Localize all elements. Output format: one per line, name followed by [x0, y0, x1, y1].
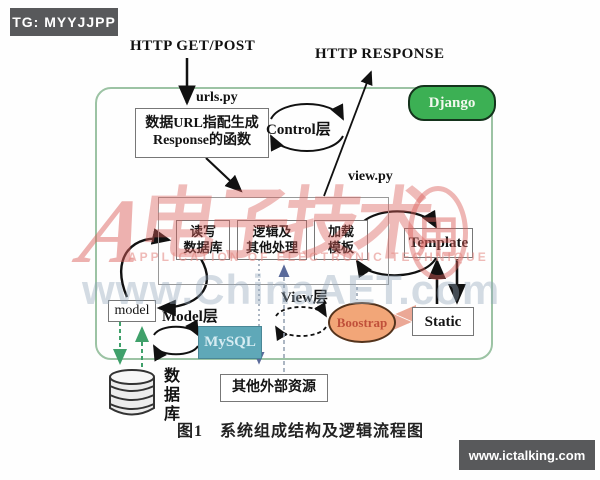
http-response-arrow [323, 70, 373, 197]
read-write-db-box: 读写 数据库 [176, 220, 230, 260]
tg-overlay-badge: TG: MYYJJPP [10, 8, 118, 36]
http-response-label: HTTP RESPONSE [315, 46, 445, 62]
view-layer-cycle-arrows-icon [275, 301, 327, 342]
figure-caption: 图1 系统组成结构及逻辑流程图 [177, 423, 425, 440]
view-py-label: view.py [348, 169, 393, 184]
urls-function-box: 数据URL指配生成 Response的函数 [135, 108, 269, 158]
template-box: Template [404, 228, 473, 258]
site-overlay-badge: www.ictalking.com [459, 440, 595, 470]
logic-line2: 其他处理 [245, 240, 298, 255]
urls-to-view-arrow [205, 157, 243, 193]
logic-line1: 逻辑及 [252, 224, 292, 240]
static-label: Static [424, 313, 462, 330]
site-badge-label: www.ictalking.com [468, 447, 586, 463]
urls-box-line2: Response的函数 [152, 133, 251, 148]
model-layer-cycle-arrows-icon [153, 319, 199, 362]
django-badge-label: Django [428, 94, 476, 111]
model-readdb-cycle-arrows-icon [120, 228, 209, 317]
load-template-box: 加载 模板 [314, 220, 368, 260]
view-layer-label: View层 [281, 290, 328, 306]
template-label: Template [408, 235, 469, 251]
tg-badge-label: TG: MYYJJPP [12, 14, 116, 30]
http-get-post-label: HTTP GET/POST [130, 38, 256, 54]
read-db-line1: 读写 [189, 224, 216, 240]
external-resources-label: 其他外部资源 [232, 379, 316, 395]
mysql-box: MySQL [198, 326, 262, 359]
database-cylinder-icon [109, 369, 155, 416]
logic-processing-box: 逻辑及 其他处理 [237, 220, 307, 260]
urls-py-label: urls.py [196, 90, 238, 105]
read-db-line2: 数据库 [183, 240, 223, 255]
control-cycle-arrows-icon [270, 103, 344, 152]
mysql-label: MySQL [204, 334, 256, 350]
load-template-line1: 加载 [327, 224, 354, 240]
control-layer-label: Control层 [266, 122, 331, 138]
bootstrap-label: Boostrap [336, 314, 388, 330]
static-box: Static [412, 307, 474, 336]
urls-box-line1: 数据URL指配生成 [145, 116, 259, 132]
database-label: 数据库 [161, 367, 178, 424]
django-frame-border [95, 87, 493, 360]
bootstrap-ellipse: Boostrap [328, 302, 396, 343]
django-badge: Django [408, 85, 496, 121]
model-box: model [108, 300, 156, 322]
model-label: model [114, 302, 150, 318]
model-layer-label: Model层 [162, 309, 218, 325]
external-resources-box: 其他外部资源 [220, 374, 328, 402]
load-template-line2: 模板 [327, 240, 354, 255]
